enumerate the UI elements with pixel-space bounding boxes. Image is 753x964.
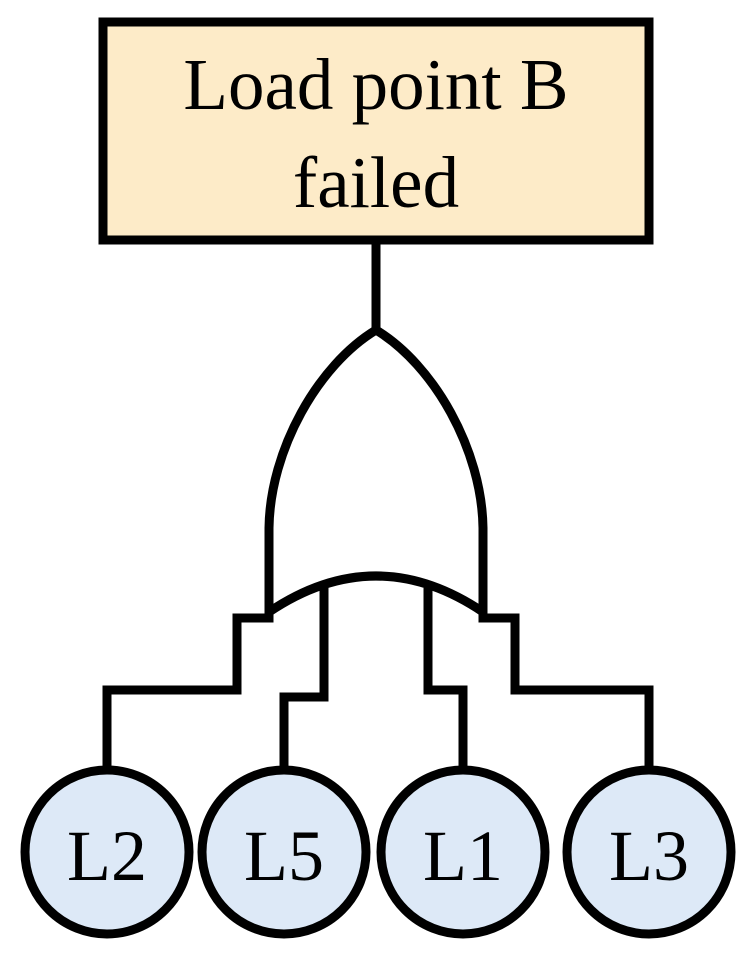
basic-event-circle [197, 765, 371, 939]
wire-to-l2 [102, 612, 274, 768]
basic-event-circle [20, 765, 194, 939]
or-gate [264, 324, 488, 621]
basic-event-circle [562, 765, 736, 939]
basic-event-label: L5 [244, 816, 324, 896]
top-event-label-line1: Load point B [183, 44, 568, 125]
basic-event-circle [376, 765, 550, 939]
basic-event-label: L2 [67, 816, 147, 896]
wire-to-l3 [478, 612, 654, 768]
top-event-box [98, 17, 654, 245]
top-event: Load point B failed [98, 17, 654, 245]
basic-event-l1: L1 [376, 765, 550, 939]
basic-event-l3: L3 [562, 765, 736, 939]
basic-event-label: L3 [609, 816, 689, 896]
basic-event-l5: L5 [197, 765, 371, 939]
wire-to-l1 [423, 588, 468, 768]
wire-to-l5 [279, 588, 329, 768]
top-event-label-line2: failed [293, 142, 459, 223]
basic-event-label: L1 [423, 816, 503, 896]
basic-event-l2: L2 [20, 765, 194, 939]
